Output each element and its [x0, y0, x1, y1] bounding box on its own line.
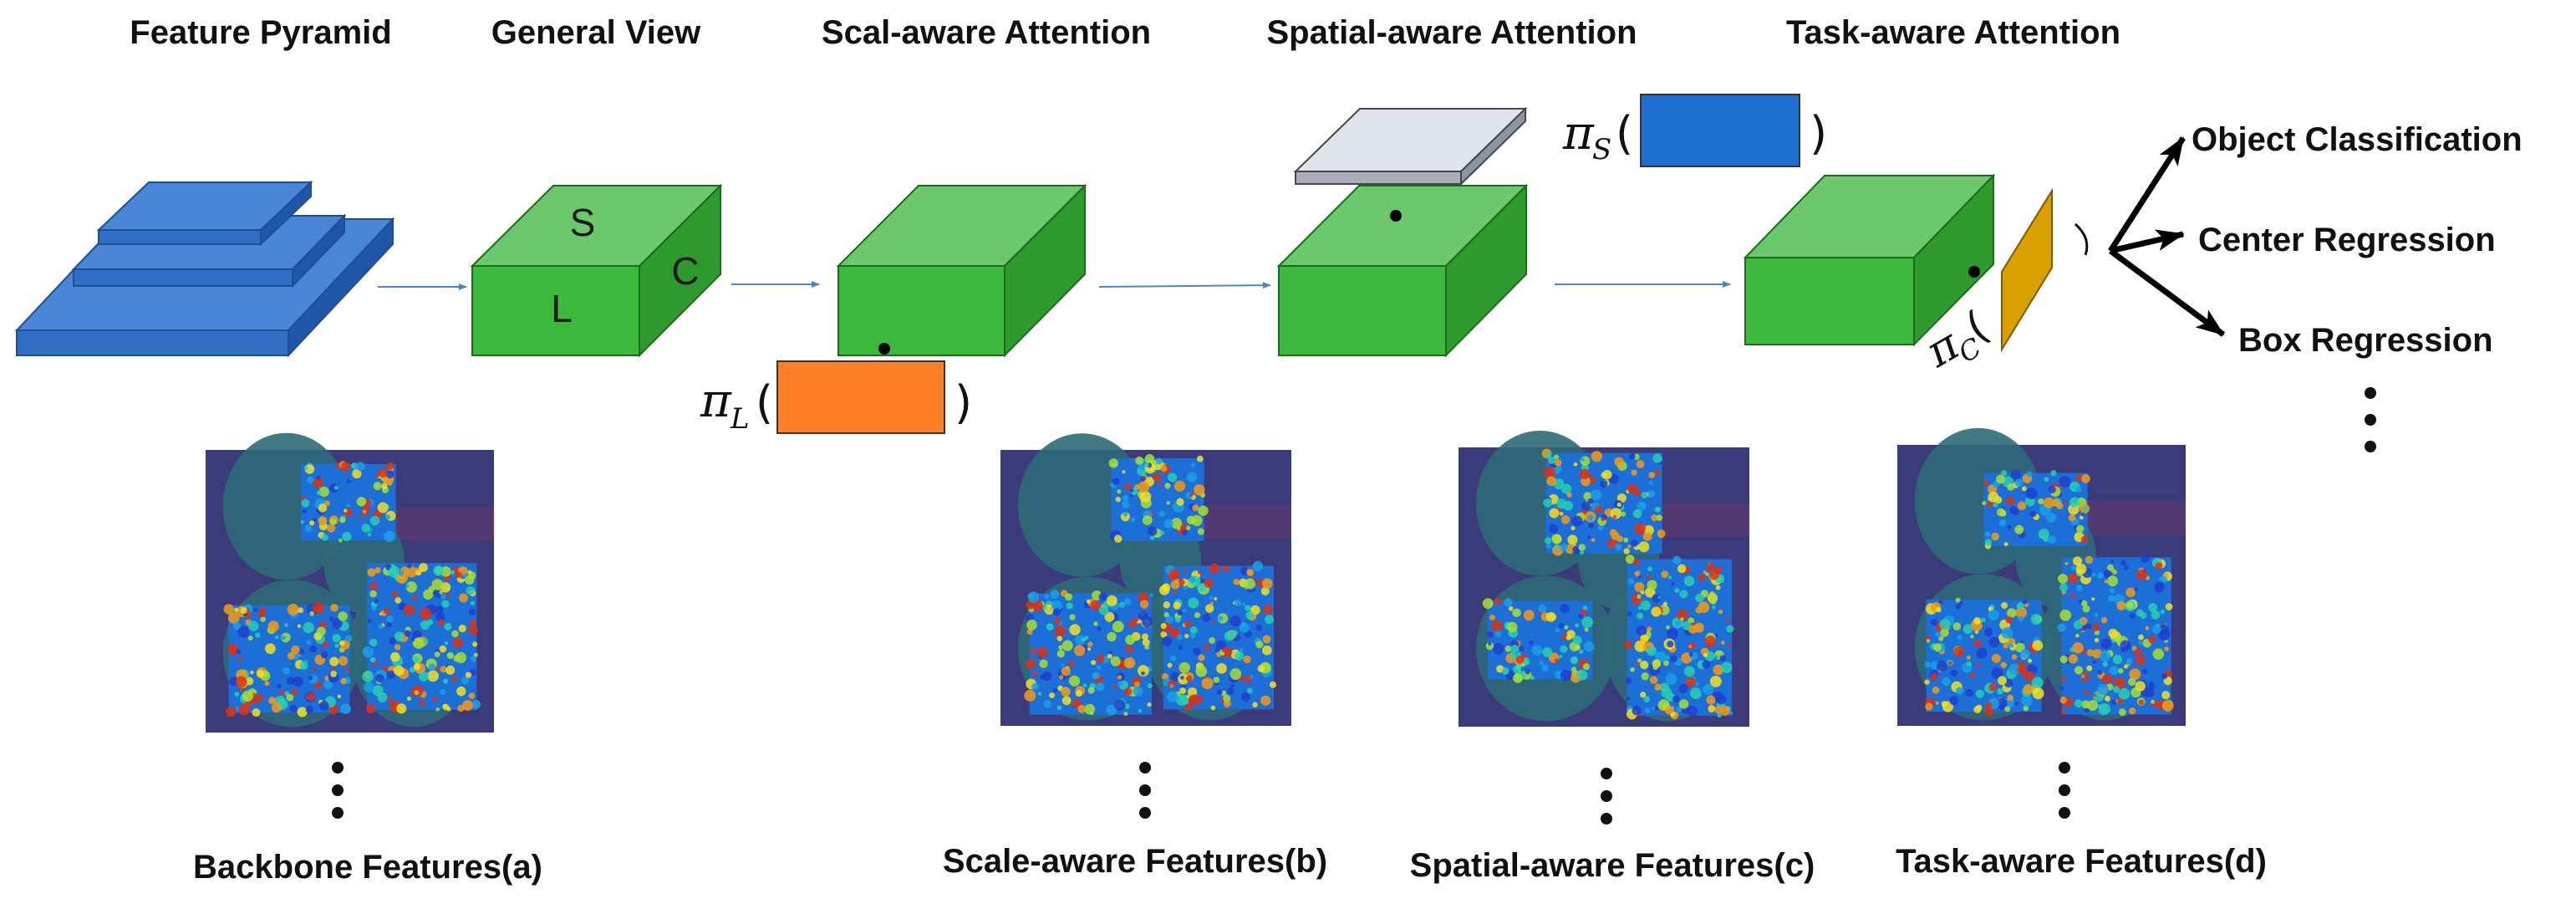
heatmap-backbone-features [206, 432, 494, 733]
pi-s-symbol: π [1562, 106, 1595, 161]
output-center-regression: Center Regression [2198, 222, 2496, 258]
output-box-regression: Box Regression [2238, 322, 2493, 359]
cube-face-l-label: L [551, 287, 573, 330]
task-aware-cube [1743, 173, 1996, 347]
spatial-attention-plane [1293, 106, 1528, 186]
header-general-view: General View [491, 14, 701, 51]
caption-task-aware-features: Task-aware Features(d) [1896, 843, 2267, 880]
caption-spatial-aware-features: Spatial-aware Features(c) [1410, 847, 1815, 884]
arrow-to-box-regression [2108, 248, 2226, 337]
header-task-aware-attention: Task-aware Attention [1786, 14, 2120, 51]
vertical-ellipsis-icon [1601, 768, 1612, 825]
pi-s-close-paren: ) [1810, 107, 1827, 160]
scale-attention-weight [776, 360, 945, 434]
header-feature-pyramid: Feature Pyramid [130, 14, 391, 51]
pi-c-close-paren-mark [2074, 222, 2089, 256]
pi-l-open-paren: ( [756, 376, 773, 429]
vertical-ellipsis-icon [2059, 762, 2070, 819]
general-view-cube [470, 183, 723, 358]
spatial-aware-cube [1276, 183, 1529, 358]
output-object-classification: Object Classification [2192, 121, 2523, 158]
arrow-to-object-classification [2108, 136, 2186, 253]
arrow-to-center-regression [2110, 229, 2185, 254]
cube-face-s-label: S [570, 201, 596, 244]
vertical-ellipsis-icon [1139, 762, 1151, 819]
vertical-ellipsis-icon [2365, 387, 2376, 452]
header-scale-aware-attention: Scal-aware Attention [822, 14, 1151, 51]
caption-backbone-features: Backbone Features(a) [193, 849, 542, 886]
pi-s-subscript: S [1592, 133, 1611, 166]
cube-face-c-label: C [671, 249, 699, 293]
scale-aware-cube [836, 183, 1087, 358]
pi-l-close-paren: ) [955, 376, 972, 429]
heatmap-task-aware-features [1897, 427, 2186, 726]
caption-scale-aware-features: Scale-aware Features(b) [943, 843, 1327, 880]
arrow-scale-to-spatial [1098, 282, 1271, 289]
vertical-ellipsis-icon [332, 762, 344, 819]
heatmap-scale-aware-features [1000, 433, 1291, 726]
pi-l-subscript: L [730, 402, 750, 436]
heatmap-spatial-aware-features [1459, 430, 1749, 727]
task-attention-weight [2001, 187, 2053, 353]
pi-s-open-paren: ( [1616, 107, 1633, 160]
pi-l-symbol: π [700, 374, 732, 428]
spatial-attention-weight [1640, 94, 1800, 167]
header-spatial-aware-attention: Spatial-aware Attention [1266, 14, 1637, 51]
feature-pyramid [14, 180, 395, 358]
